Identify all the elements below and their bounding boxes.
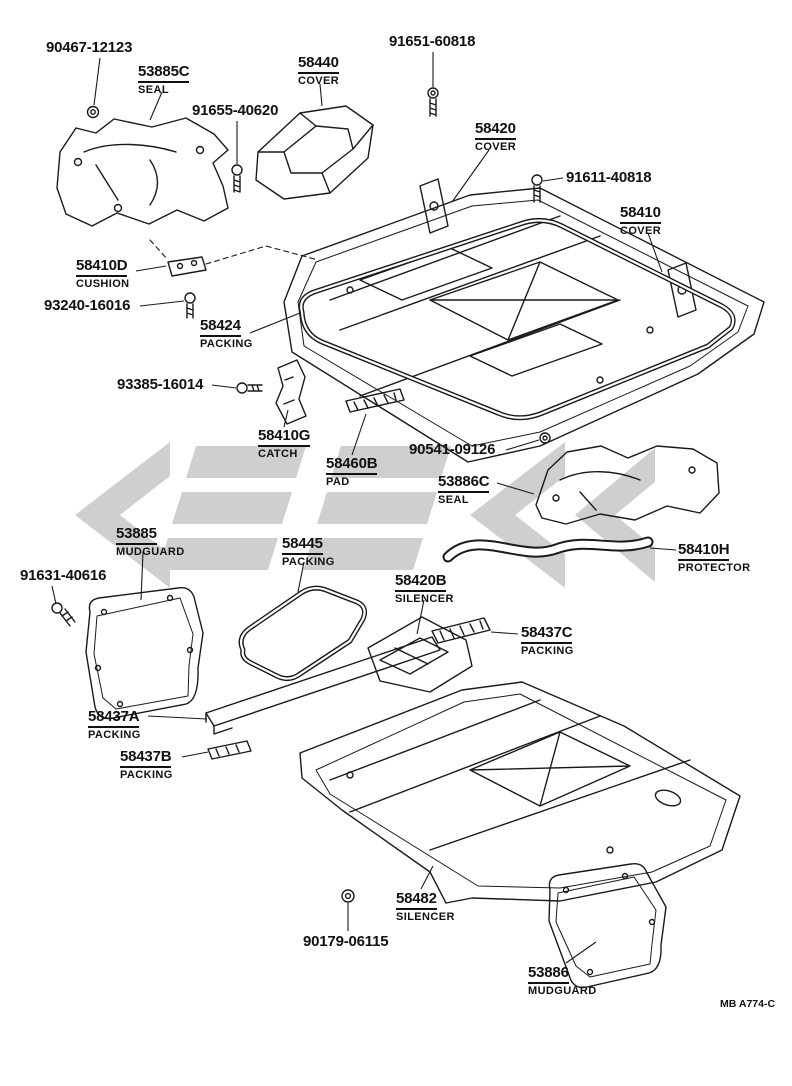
part-caption: PACKING — [120, 768, 173, 781]
part-caption: PAD — [326, 475, 350, 488]
part-label-90467-12123: 90467-12123 — [46, 39, 133, 57]
part-number: 90179-06115 — [303, 933, 389, 950]
part-number: 58424 — [200, 317, 241, 337]
part-caption: PACKING — [282, 555, 335, 568]
part-number: 58420B — [395, 572, 447, 592]
part-caption: PACKING — [521, 644, 574, 657]
part-caption: COVER — [620, 224, 662, 237]
part-number: 53885C — [138, 63, 190, 83]
part-number: 58482 — [396, 890, 437, 910]
part-caption: SEAL — [438, 493, 469, 506]
part-number: 91611-40818 — [566, 169, 652, 186]
part-label-93240-16016: 93240-16016 — [44, 297, 131, 315]
part-label-91631-40616: 91631-40616 — [20, 567, 107, 585]
part-number: 93385-16014 — [117, 376, 204, 393]
part-caption: CUSHION — [76, 277, 130, 290]
part-label-91655-40620: 91655-40620 — [192, 102, 279, 120]
part-caption: COVER — [475, 140, 517, 153]
part-number: 58460B — [326, 455, 378, 475]
leader-lines — [51, 52, 677, 964]
part-number: 90541-09126 — [409, 441, 496, 458]
part-number: 58410 — [620, 204, 661, 224]
part-number: 58410G — [258, 427, 310, 447]
part-label-91651-60818: 91651-60818 — [389, 33, 476, 51]
part-caption: SILENCER — [396, 910, 455, 923]
part-caption: COVER — [298, 74, 340, 87]
drawing-code: MB A774-C — [720, 998, 776, 1010]
part-caption: MUDGUARD — [528, 984, 597, 997]
part-number: 93240-16016 — [44, 297, 131, 314]
part-label-90541-09126: 90541-09126 — [409, 441, 496, 459]
part-number: 58410D — [76, 257, 128, 277]
part-number: 58420 — [475, 120, 516, 140]
part-caption: PACKING — [200, 337, 253, 350]
part-caption: PROTECTOR — [678, 561, 751, 574]
part-number: 91631-40616 — [20, 567, 107, 584]
part-label-90179-06115: 90179-06115 — [303, 933, 389, 951]
part-number: 58437B — [120, 748, 172, 768]
part-number: 53886 — [528, 964, 569, 984]
part-number: 91655-40620 — [192, 102, 279, 119]
part-caption: SILENCER — [395, 592, 454, 605]
part-number: 58437C — [521, 624, 573, 644]
part-number: 91651-60818 — [389, 33, 476, 50]
parts-line-art — [51, 87, 765, 989]
part-number: 58445 — [282, 535, 323, 555]
part-caption: CATCH — [258, 447, 298, 460]
part-number: 53886C — [438, 473, 490, 493]
part-number: 53885 — [116, 525, 157, 545]
part-caption: MUDGUARD — [116, 545, 185, 558]
part-number: 58437A — [88, 708, 140, 728]
part-caption: SEAL — [138, 83, 169, 96]
part-number: 90467-12123 — [46, 39, 133, 56]
part-caption: PACKING — [88, 728, 141, 741]
part-label-91611-40818: 91611-40818 — [566, 169, 652, 187]
part-number: 58440 — [298, 54, 339, 74]
part-number: 58410H — [678, 541, 730, 561]
part-label-93385-16014: 93385-16014 — [117, 376, 204, 394]
